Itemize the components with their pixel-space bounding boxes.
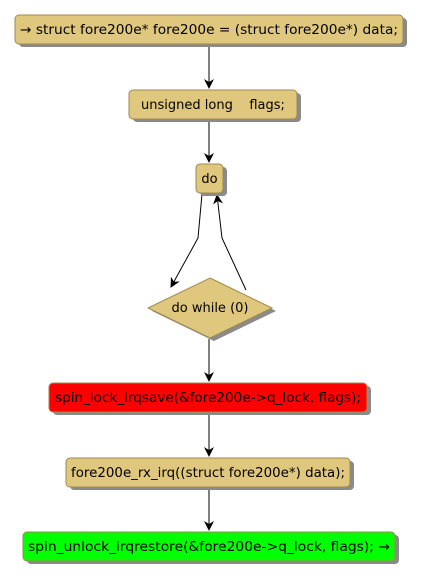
node-do-while-decision: do while (0) <box>146 277 276 341</box>
node-fore200e-decl: → struct fore200e* fore200e = (struct fo… <box>14 14 407 47</box>
node-rx-irq-call: fore200e_rx_irq((struct fore200e*) data)… <box>65 457 354 490</box>
node-spin-unlock-label: spin_unlock_irqrestore(&fore200e->q_lock… <box>28 540 390 555</box>
edges <box>170 45 247 531</box>
node-flags-decl: unsigned long flags; <box>128 89 301 122</box>
edge-n3-n4 <box>170 193 203 288</box>
node-spin-lock-label: spin_lock_irqsave(&fore200e->q_lock, fla… <box>55 391 361 406</box>
node-spin-lock: spin_lock_irqsave(&fore200e->q_lock, fla… <box>48 382 371 415</box>
node-fore200e-decl-label: → struct fore200e* fore200e = (struct fo… <box>20 23 398 38</box>
edge-n4-n3-loop <box>213 194 247 291</box>
node-spin-unlock: spin_unlock_irqrestore(&fore200e->q_lock… <box>22 531 399 564</box>
node-flags-decl-label: unsigned long flags; <box>141 98 285 113</box>
node-do-label: do <box>201 172 217 187</box>
node-rx-irq-call-label: fore200e_rx_irq((struct fore200e*) data)… <box>71 466 345 481</box>
node-do: do <box>195 163 227 196</box>
node-do-while-label: do while (0) <box>172 301 249 316</box>
